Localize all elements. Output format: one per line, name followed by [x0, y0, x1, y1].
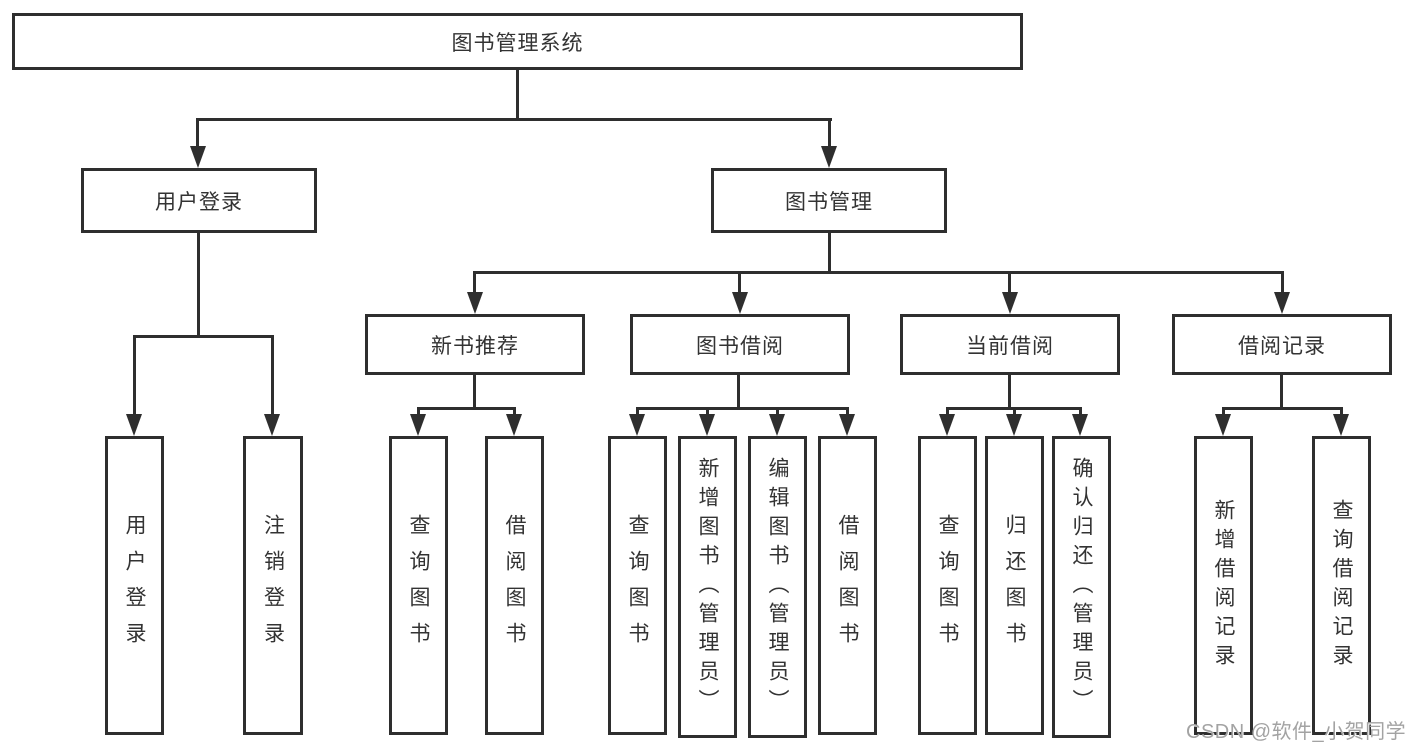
leaf-br-add-record-label: 新增借阅记录	[1212, 498, 1235, 673]
node-borrow-records-label: 借阅记录	[1238, 334, 1326, 358]
connector-drop-bb-edit	[776, 407, 779, 418]
node-borrow-records: 借阅记录	[1172, 314, 1392, 375]
connector-user-login-trunk	[197, 233, 200, 338]
connector-drop-br-add	[1222, 407, 1225, 418]
leaf-br-query-record-label: 查询借阅记录	[1330, 498, 1353, 673]
arrow-down-icon	[732, 292, 748, 314]
connector-drop-leaf-user-login	[133, 335, 136, 416]
connector-drop-rec-query	[417, 407, 420, 418]
connector-drop-cb-query	[946, 407, 949, 418]
leaf-bb-borrow-books-label: 借阅图书	[836, 513, 859, 658]
node-book-management: 图书管理	[711, 168, 947, 233]
leaf-cb-query-books-label: 查询图书	[936, 513, 959, 658]
node-book-borrow-label: 图书借阅	[696, 334, 784, 358]
connector-drop-cb-confirm	[1079, 407, 1082, 418]
arrow-down-icon	[839, 414, 855, 436]
node-new-book-recommend-label: 新书推荐	[431, 334, 519, 358]
connector-level3-rail	[473, 271, 1284, 274]
arrow-down-icon	[769, 414, 785, 436]
connector-drop-current-borrow	[1008, 271, 1011, 295]
arrow-down-icon	[1072, 414, 1088, 436]
arrow-down-icon	[1006, 414, 1022, 436]
node-new-book-recommend: 新书推荐	[365, 314, 585, 375]
arrow-down-icon	[1274, 292, 1290, 314]
arrow-down-icon	[1333, 414, 1349, 436]
leaf-logout-label: 注销登录	[261, 513, 285, 658]
arrow-down-icon	[1215, 414, 1231, 436]
connector-current-borrow-trunk	[1008, 375, 1011, 410]
node-library-system: 图书管理系统	[12, 13, 1023, 70]
node-library-system-label: 图书管理系统	[451, 31, 584, 55]
leaf-bb-query-books-label: 查询图书	[626, 513, 649, 658]
connector-root-trunk	[516, 70, 519, 120]
connector-drop-bb-query	[636, 407, 639, 418]
arrow-down-icon	[190, 146, 206, 168]
leaf-rec-borrow-books: 借阅图书	[485, 436, 544, 735]
leaf-cb-confirm-return-label: 确认归还（管理员）	[1070, 456, 1093, 718]
leaf-br-query-record: 查询借阅记录	[1312, 436, 1371, 735]
leaf-br-add-record: 新增借阅记录	[1194, 436, 1253, 735]
csdn-watermark: CSDN @软件_小贺同学	[1186, 721, 1405, 743]
arrow-down-icon	[699, 414, 715, 436]
arrow-down-icon	[629, 414, 645, 436]
leaf-bb-query-books: 查询图书	[608, 436, 667, 735]
connector-drop-rec-borrow	[513, 407, 516, 418]
arrow-down-icon	[1002, 292, 1018, 314]
connector-user-login-rail	[133, 335, 274, 338]
leaf-bb-edit-books: 编辑图书（管理员）	[748, 436, 807, 738]
arrow-down-icon	[126, 414, 142, 436]
leaf-logout: 注销登录	[243, 436, 303, 735]
leaf-rec-query-books-label: 查询图书	[407, 513, 430, 658]
connector-new-book-recommend-trunk	[473, 375, 476, 410]
leaf-bb-edit-books-label: 编辑图书（管理员）	[766, 456, 789, 718]
connector-level2-rail	[196, 118, 832, 121]
arrow-down-icon	[939, 414, 955, 436]
node-user-login: 用户登录	[81, 168, 317, 233]
connector-drop-user-login	[196, 118, 199, 148]
connector-drop-cb-return	[1013, 407, 1016, 418]
connector-book-management-trunk	[828, 233, 831, 274]
arrow-down-icon	[506, 414, 522, 436]
node-user-login-label: 用户登录	[155, 190, 243, 214]
connector-borrow-records-rail	[1222, 407, 1343, 410]
leaf-rec-borrow-books-label: 借阅图书	[503, 513, 526, 658]
connector-drop-br-query	[1340, 407, 1343, 418]
arrow-down-icon	[821, 146, 837, 168]
arrow-down-icon	[264, 414, 280, 436]
leaf-rec-query-books: 查询图书	[389, 436, 448, 735]
connector-drop-book-management	[828, 118, 831, 148]
leaf-bb-borrow-books: 借阅图书	[818, 436, 877, 735]
leaf-cb-return-books: 归还图书	[985, 436, 1044, 735]
connector-drop-leaf-logout	[271, 335, 274, 416]
arrow-down-icon	[410, 414, 426, 436]
connector-book-borrow-trunk	[737, 375, 740, 410]
node-book-borrow: 图书借阅	[630, 314, 850, 375]
connector-drop-bb-add	[706, 407, 709, 418]
connector-new-book-recommend-rail	[417, 407, 516, 410]
connector-drop-bb-borrow	[846, 407, 849, 418]
arrow-down-icon	[467, 292, 483, 314]
connector-borrow-records-trunk	[1280, 375, 1283, 410]
leaf-user-login-label: 用户登录	[123, 513, 146, 658]
connector-drop-new-book-recommend	[473, 271, 476, 295]
connector-drop-book-borrow	[738, 271, 741, 295]
leaf-cb-query-books: 查询图书	[918, 436, 977, 735]
node-current-borrow: 当前借阅	[900, 314, 1120, 375]
connector-book-borrow-rail	[636, 407, 849, 410]
leaf-cb-confirm-return: 确认归还（管理员）	[1052, 436, 1111, 738]
leaf-bb-add-books: 新增图书（管理员）	[678, 436, 737, 738]
leaf-bb-add-books-label: 新增图书（管理员）	[696, 456, 719, 718]
node-current-borrow-label: 当前借阅	[966, 334, 1054, 358]
leaf-user-login: 用户登录	[105, 436, 164, 735]
connector-drop-borrow-records	[1281, 271, 1284, 295]
node-book-management-label: 图书管理	[785, 190, 873, 214]
leaf-cb-return-books-label: 归还图书	[1003, 513, 1026, 658]
